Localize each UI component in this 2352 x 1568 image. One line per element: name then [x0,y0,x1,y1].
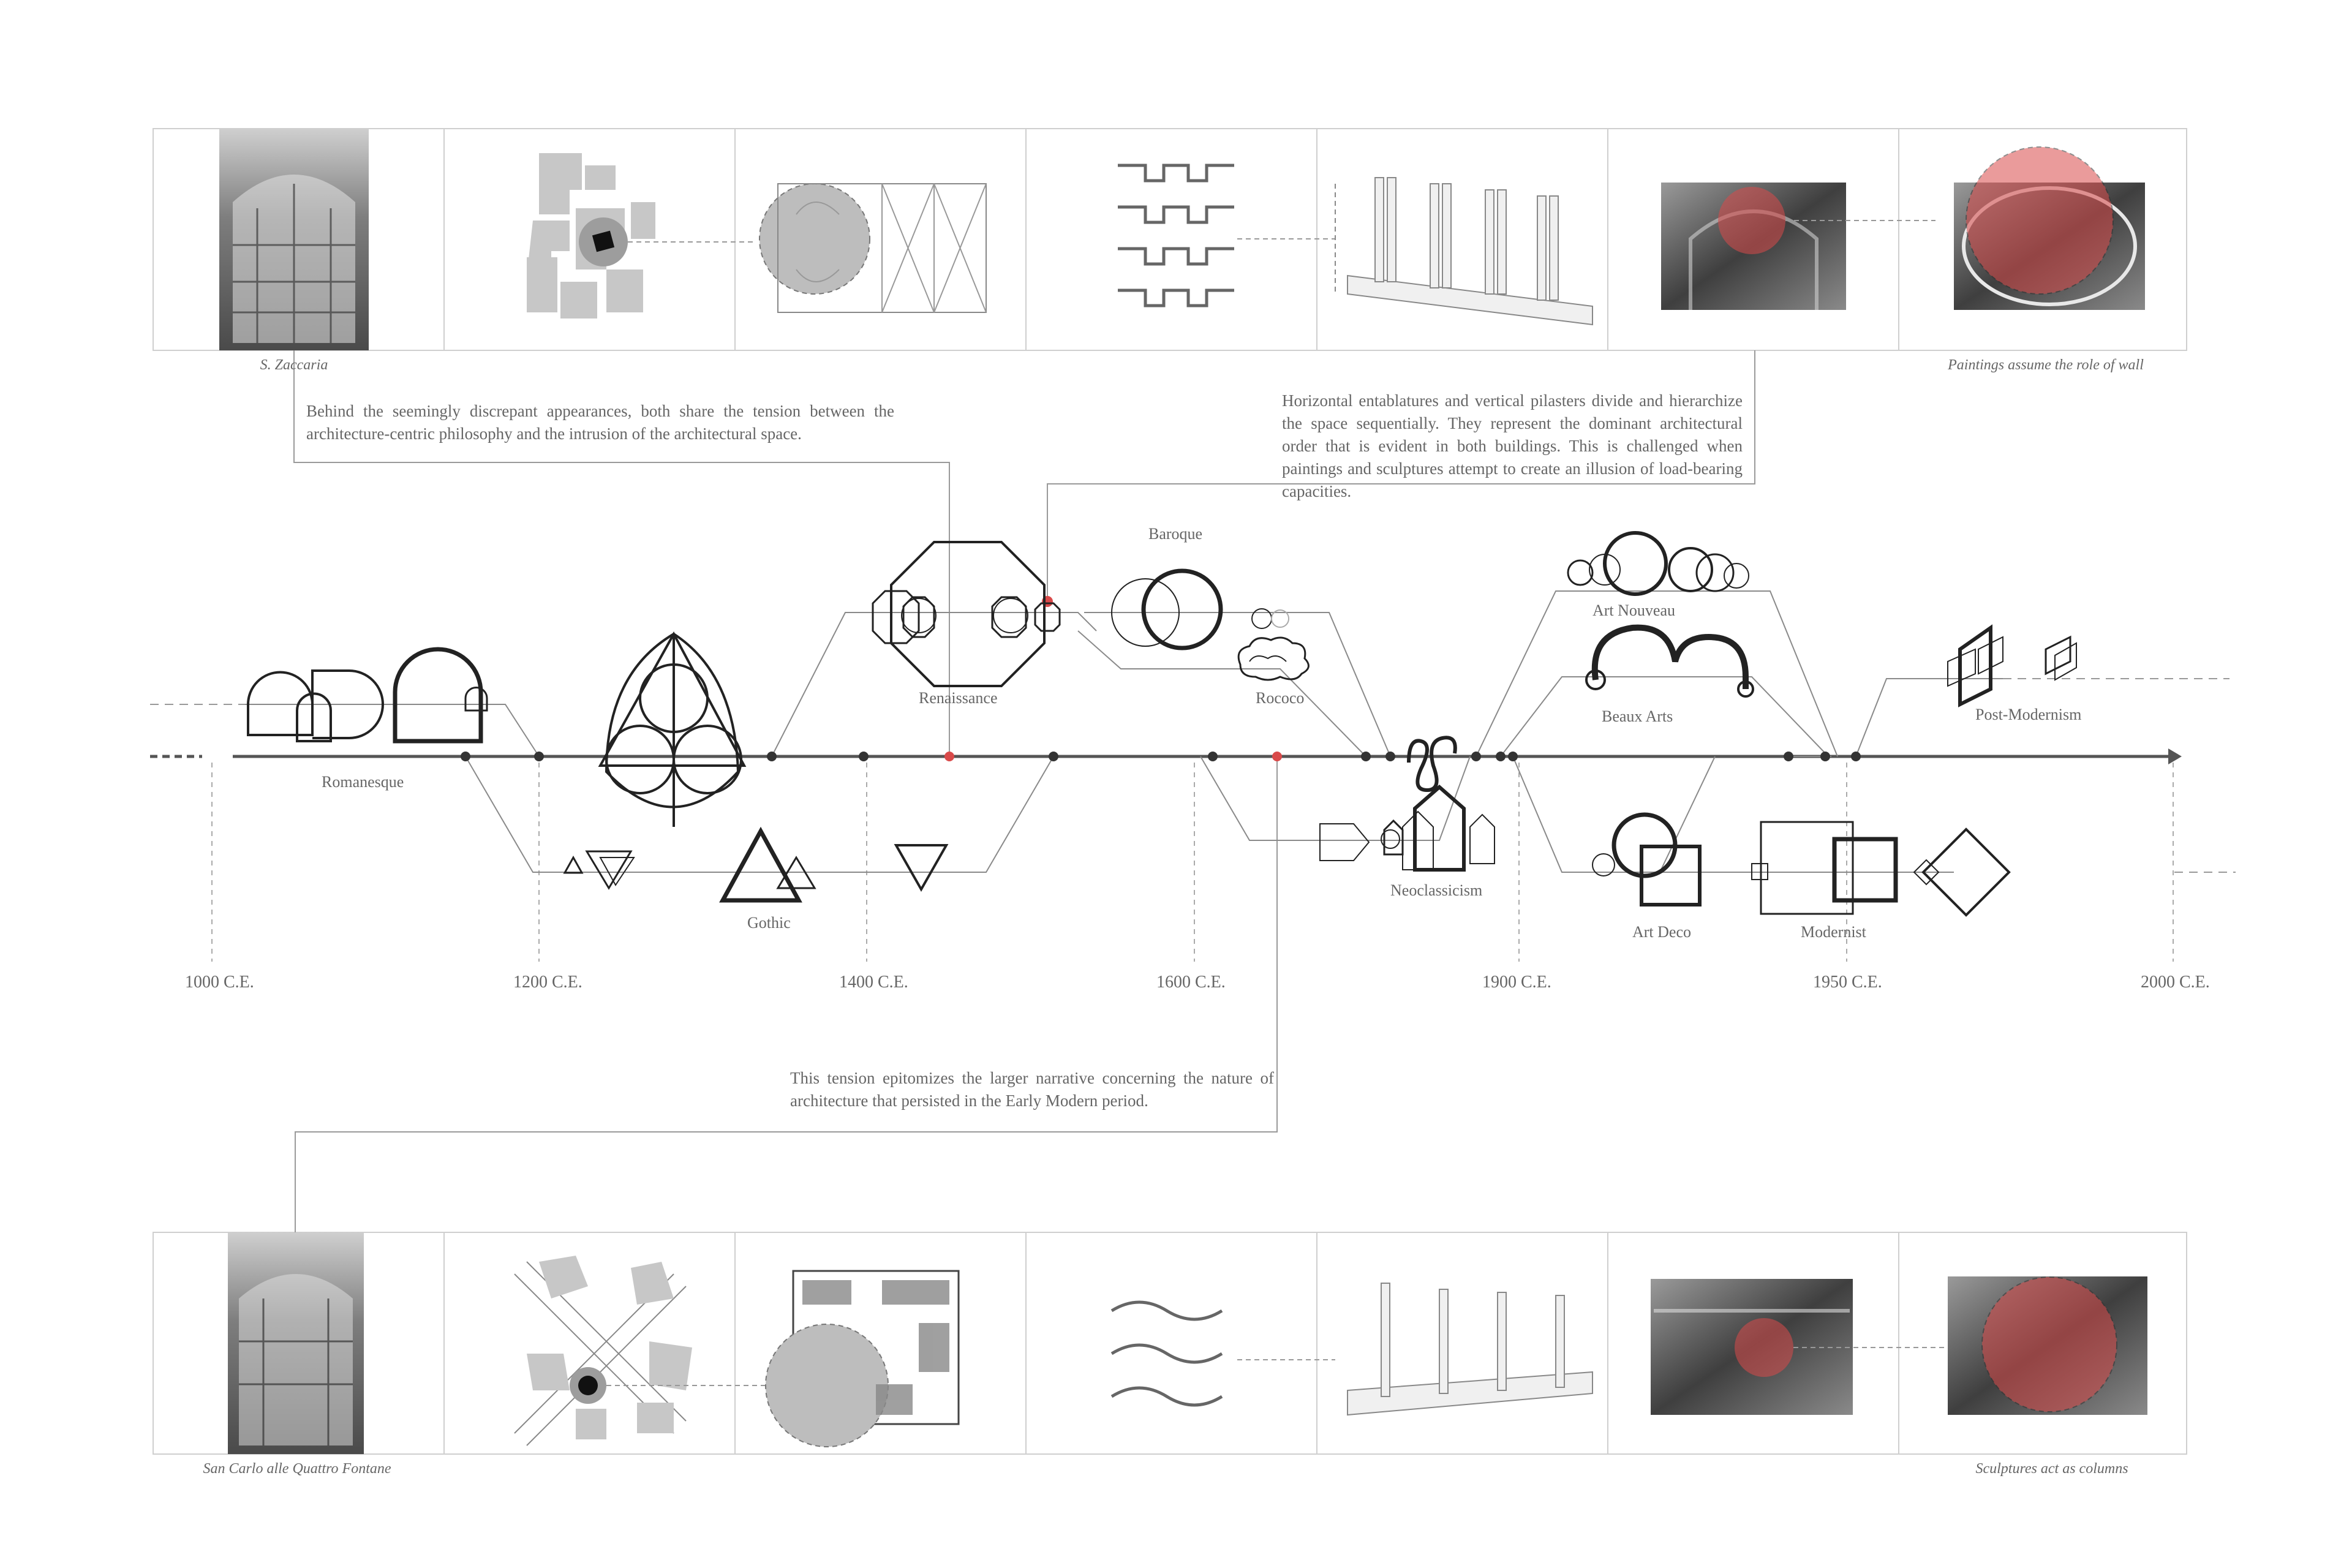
baroque-circle-icons [1111,568,1289,650]
san-carlo-exterior-photo [1651,1279,1948,1415]
era-label-gothic: Gothic [747,914,791,932]
pilaster-elevation [1335,177,1593,326]
era-label-art-deco: Art Deco [1632,923,1691,941]
s-zaccaria-floor-plan [759,183,987,313]
sculpture-detail-photo [1948,1276,2147,1415]
style-branches [245,590,2003,873]
tick-label-1950: 1950 C.E. [1813,973,1882,992]
tick-label-1900: 1900 C.E. [1482,973,1551,992]
art-deco-geometric-icons [1592,812,1702,907]
note-entablatures: Horizontal entablatures and vertical pil… [1282,391,1743,500]
s-zaccaria-facade-photo [219,129,369,350]
tick-guides [211,763,2174,962]
bottom-panel-row [153,1232,2187,1455]
caption-sculptures-columns: Sculptures act as columns [1975,1461,2128,1477]
timeline-squiggle-break [1407,736,1457,793]
era-label-baroque: Baroque [1148,525,1202,543]
tick-label-1400: 1400 C.E. [839,973,908,992]
tick-label-1600: 1600 C.E. [1156,973,1226,992]
caption-san-carlo: San Carlo alle Quattro Fontane [203,1461,391,1477]
era-label-art-nouveau: Art Nouveau [1593,601,1675,619]
neoclassicism-house-icons [1319,785,1495,872]
tick-label-1200: 1200 C.E. [513,973,582,992]
wave-rhythm-diagram [1110,1300,1335,1407]
timeline-axis [150,678,2236,873]
modernist-square-icons [1751,821,2011,917]
gothic-trefoil-icon [598,631,747,827]
renaissance-octagon-icons [872,541,1061,687]
era-label-renaissance: Renaissance [919,689,998,707]
romanesque-arch-icons [247,647,488,744]
leader-lines [293,350,1755,1232]
beaux-arts-arch-icon [1585,624,1754,698]
post-modernism-plane-icons [1947,624,2077,707]
note-early-modern: This tension epitomizes the larger narra… [790,1069,1274,1110]
top-panel-row [153,128,2187,351]
painting-detail-photo [1954,146,2145,310]
column-elevation [1347,1283,1593,1416]
san-carlo-floor-plan [765,1270,960,1447]
era-label-beaux-arts: Beaux Arts [1602,707,1673,725]
era-label-romanesque: Romanesque [322,773,404,791]
note-tension: Behind the seemingly discrepant appearan… [306,402,894,443]
era-label-rococo: Rococo [1256,689,1304,707]
tick-label-1000: 1000 C.E. [185,973,254,992]
san-carlo-site-plan [514,1256,766,1446]
art-nouveau-icons [1567,531,1749,596]
era-label-post-modernism: Post-Modernism [1975,706,2081,723]
timeline-nodes [461,752,1861,761]
caption-paintings-wall: Paintings assume the role of wall [1948,357,2144,373]
gothic-triangle-icons [563,826,949,903]
entablature-rhythm-diagram [1118,164,1335,307]
tick-label-2000: 2000 C.E. [2141,973,2210,992]
caption-s-zaccaria: S. Zaccaria [260,357,328,373]
era-label-modernist: Modernist [1801,923,1867,941]
rococo-cloud-icon [1237,636,1310,681]
zaccaria-interior-photo [1661,183,1936,310]
s-zaccaria-site-plan [527,153,753,318]
era-label-neoclassicism: Neoclassicism [1390,881,1482,899]
san-carlo-facade-photo [228,1232,364,1454]
